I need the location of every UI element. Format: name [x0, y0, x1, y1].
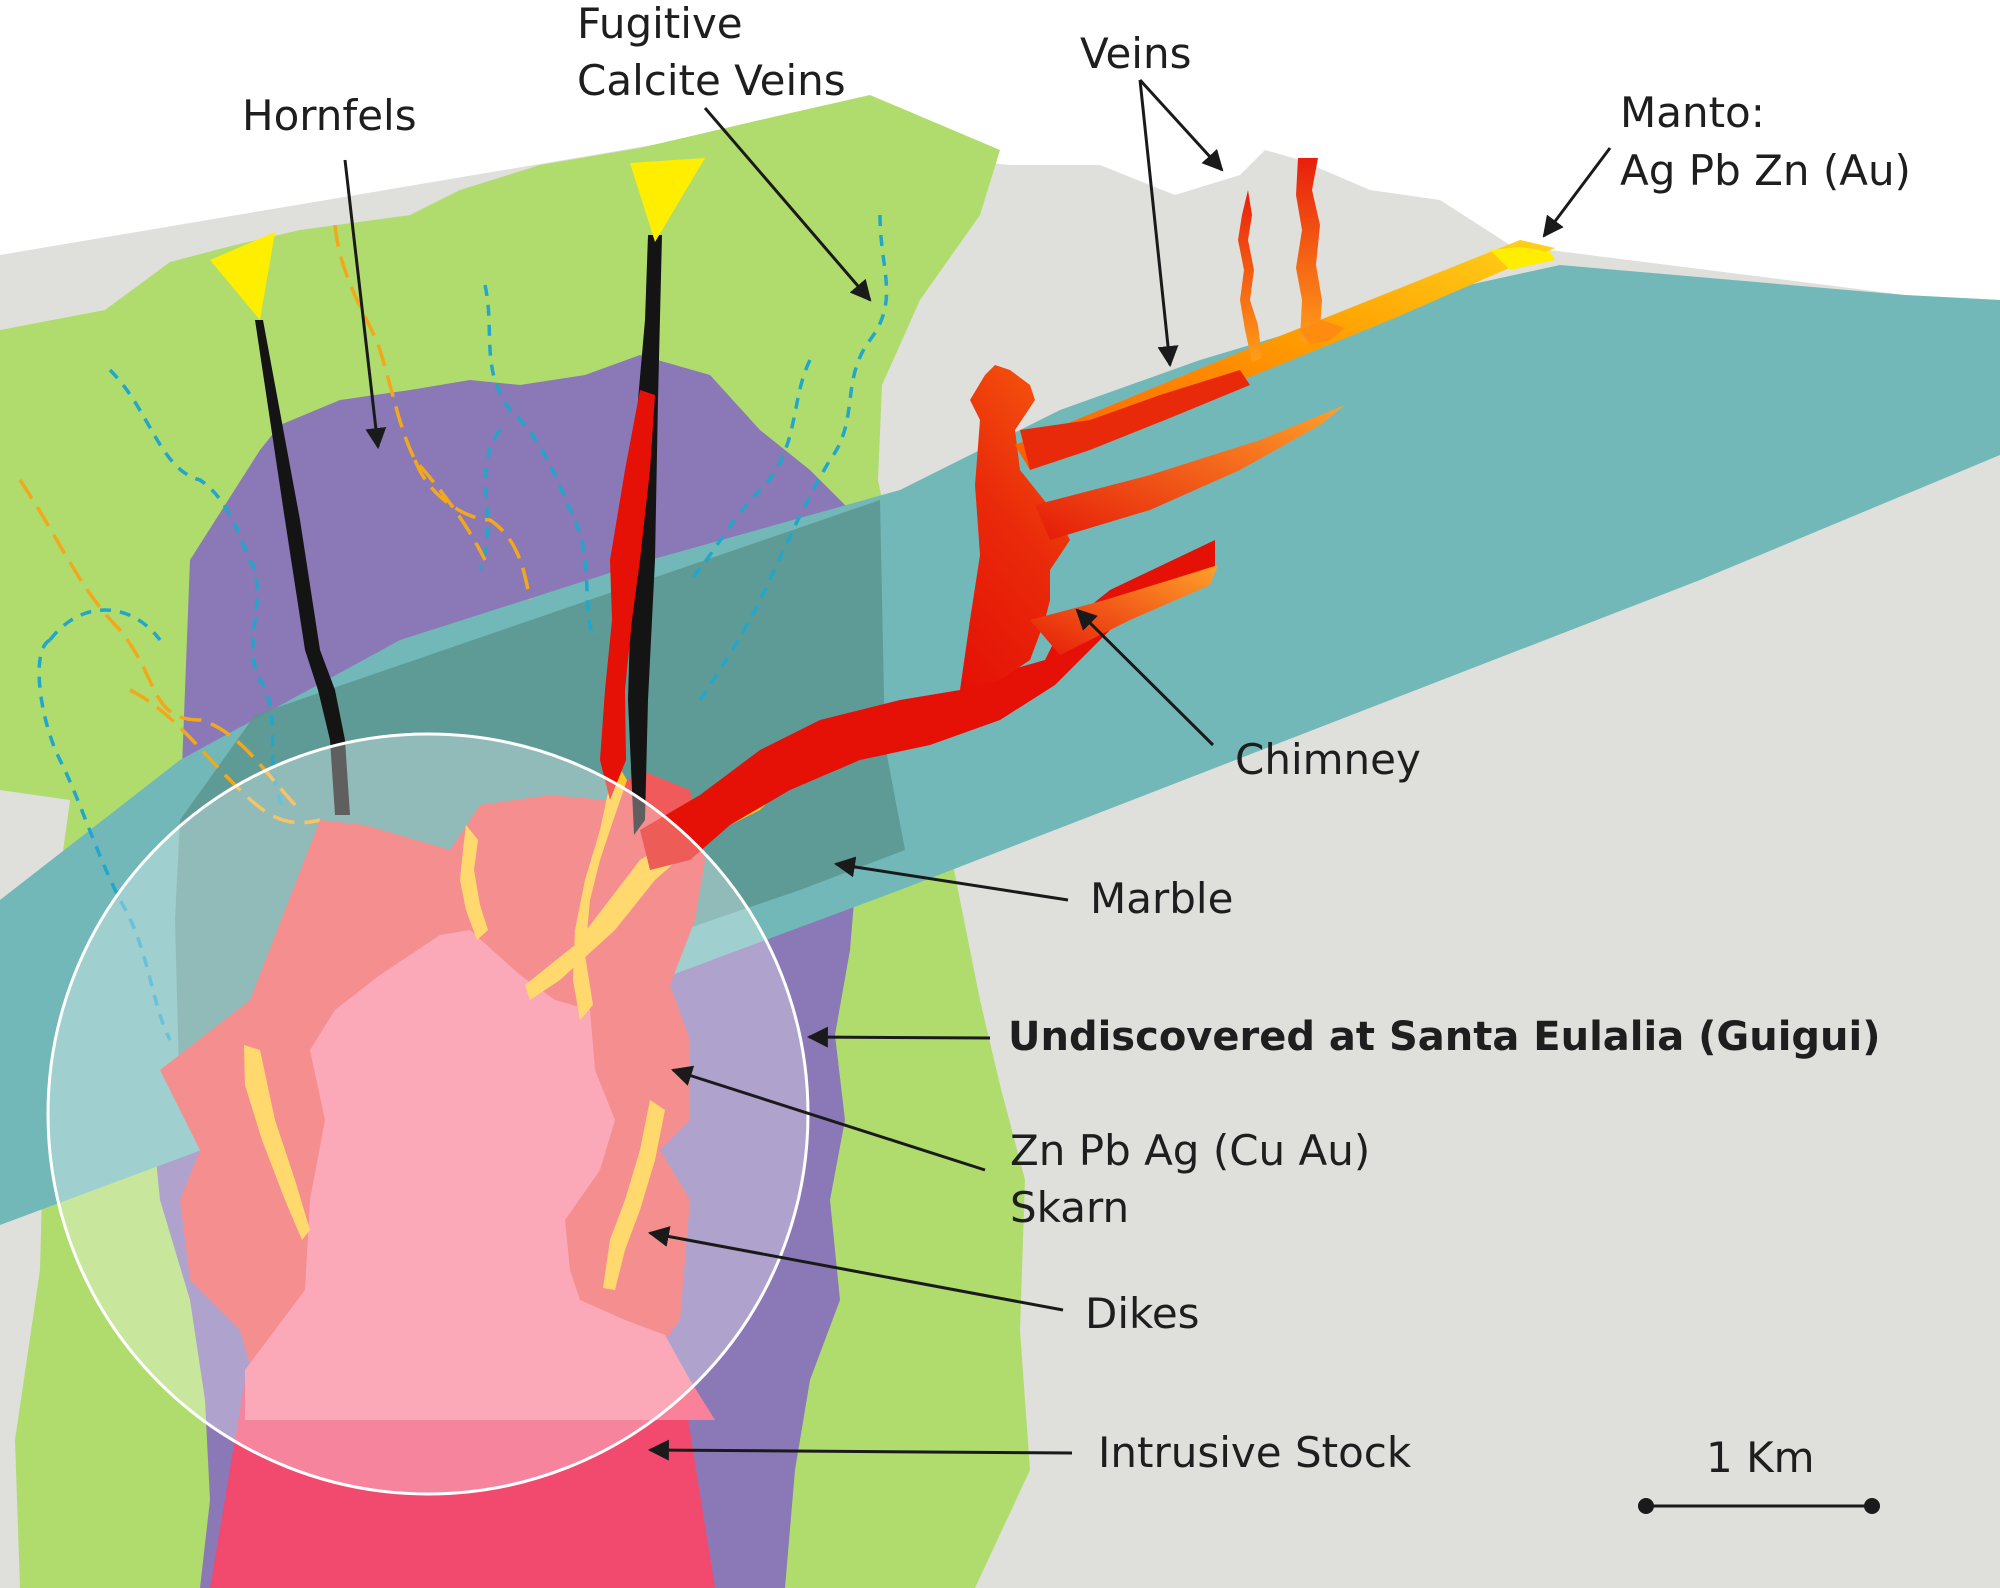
- scale-bar: 1 Km: [1638, 1433, 1880, 1514]
- chimney-branch-manto: [1020, 370, 1250, 470]
- vein-left: [1238, 190, 1262, 362]
- chimney: [960, 365, 1070, 690]
- label-manto-line1: Manto:: [1620, 88, 1765, 137]
- arrow-hornfels: [343, 159, 387, 450]
- label-fugitive-line1: Fugitive: [577, 0, 743, 48]
- arrow-dikes: [647, 1226, 1064, 1312]
- label-manto-line2: Ag Pb Zn (Au): [1620, 146, 1911, 195]
- label-fugitive-line2: Calcite Veins: [577, 56, 846, 105]
- hornfels-veins: [18, 224, 532, 825]
- vein-right: [1296, 158, 1322, 345]
- intrusive-stock: [245, 930, 715, 1420]
- label-skarn-line2: Skarn: [1010, 1183, 1129, 1232]
- scale-bar-end-right: [1864, 1498, 1880, 1514]
- scale-bar-label: 1 Km: [1706, 1433, 1815, 1482]
- red-vein-right: [600, 390, 655, 800]
- label-hornfels: Hornfels: [242, 91, 417, 140]
- arrow-undiscovered: [806, 1026, 991, 1048]
- labels: Hornfels Fugitive Calcite Veins Veins Ma…: [242, 0, 1911, 1477]
- label-veins: Veins: [1080, 29, 1191, 78]
- vein-connect: [1300, 320, 1345, 345]
- undiscovered-zone-circle: [46, 732, 810, 1496]
- conduit-left: [255, 320, 350, 815]
- chimney-branch-upper: [1035, 405, 1345, 540]
- leader-lines: [343, 78, 1612, 1461]
- fugitive-calcite-veins: [37, 214, 889, 1041]
- gossan-manto: [1490, 247, 1555, 270]
- intrusive-stock-deep: [210, 1380, 715, 1588]
- arrow-skarn: [671, 1065, 986, 1172]
- label-chimney: Chimney: [1235, 735, 1421, 784]
- arrow-manto: [1542, 147, 1612, 238]
- label-marble: Marble: [1090, 874, 1233, 923]
- scale-bar-end-left: [1638, 1498, 1654, 1514]
- arrow-veins-b: [1138, 79, 1179, 368]
- arrow-veins-a: [1138, 78, 1224, 172]
- arrow-chimney: [1075, 608, 1215, 747]
- label-undiscovered: Undiscovered at Santa Eulalia (Guigui): [1008, 1014, 1881, 1060]
- arrow-fugitive: [703, 107, 872, 302]
- chimney-branch-lower: [1030, 565, 1218, 655]
- arrow-marble: [833, 856, 1069, 902]
- arrow-intrusive: [647, 1439, 1073, 1461]
- label-dikes: Dikes: [1085, 1289, 1200, 1338]
- label-intrusive-stock: Intrusive Stock: [1098, 1428, 1412, 1477]
- label-skarn-line1: Zn Pb Ag (Cu Au): [1010, 1126, 1370, 1175]
- gossan-right: [630, 158, 705, 242]
- gossan-left: [210, 232, 275, 320]
- conduit-right: [628, 235, 662, 835]
